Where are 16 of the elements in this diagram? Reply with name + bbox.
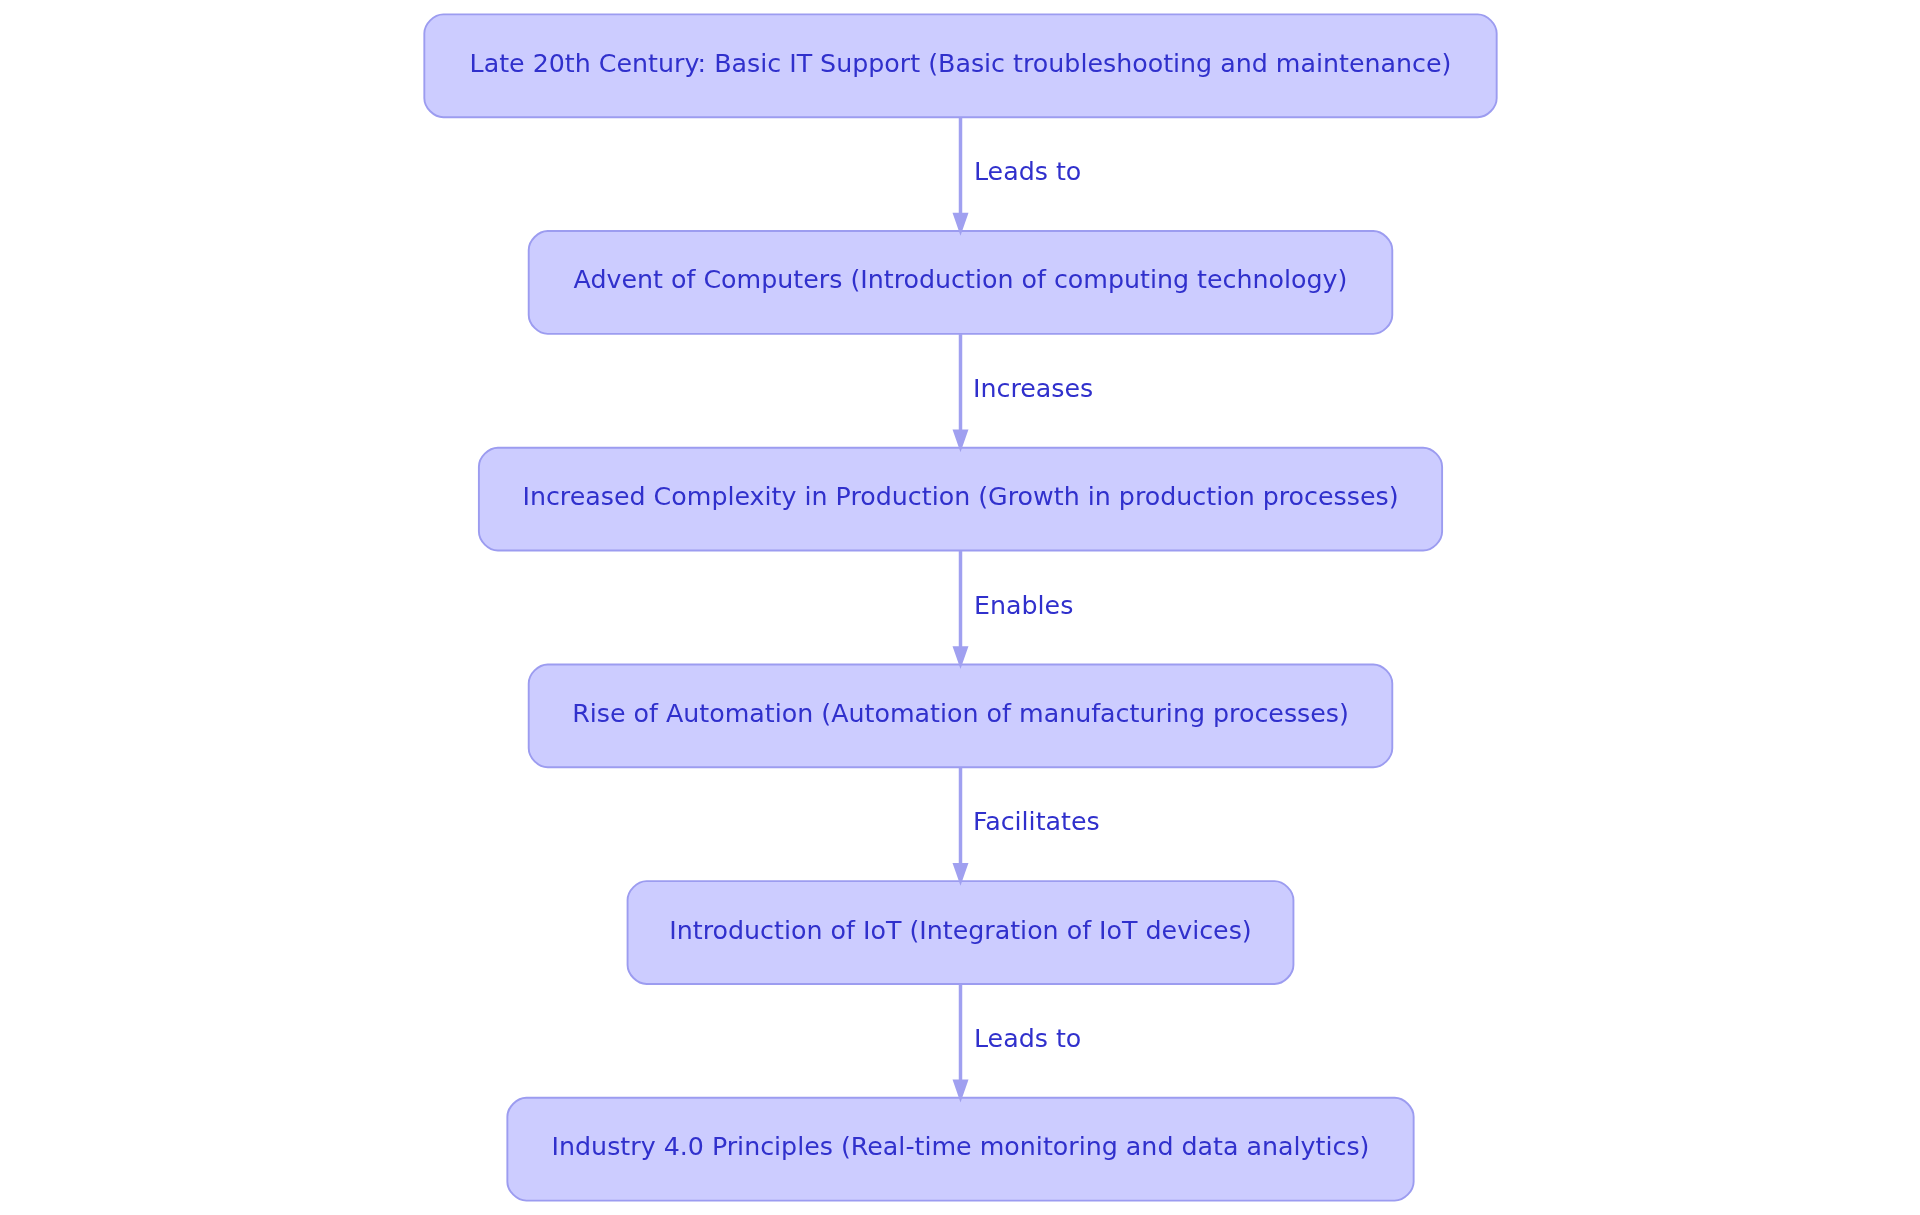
node-box: Industry 4.0 Principles (Real-time monitoring and data analytics) <box>505 1096 1415 1202</box>
edge-label: Increases <box>972 373 1093 403</box>
arrow <box>952 334 968 453</box>
node-box: Introduction of IoT (Integration of IoT devices) <box>626 880 1294 985</box>
edge-label: Leads to <box>973 157 1081 187</box>
edge-label: Leads to <box>973 1023 1081 1053</box>
arrow <box>952 984 968 1103</box>
arrow <box>952 550 968 670</box>
node-box: Late 20th Century: Basic IT Support (Basic troubleshooting and maintenance) <box>422 13 1498 119</box>
node-box: Rise of Automation (Automation of manufacturing processes) <box>527 663 1393 769</box>
node-box: Increased Complexity in Production (Growth in production processes) <box>477 446 1443 552</box>
edge-label: Enables <box>973 590 1073 620</box>
node-box: Advent of Computers (Introduction of computing technology) <box>527 230 1393 335</box>
arrow <box>952 767 968 886</box>
edge-label: Facilitates <box>972 807 1100 837</box>
arrow <box>952 117 968 236</box>
